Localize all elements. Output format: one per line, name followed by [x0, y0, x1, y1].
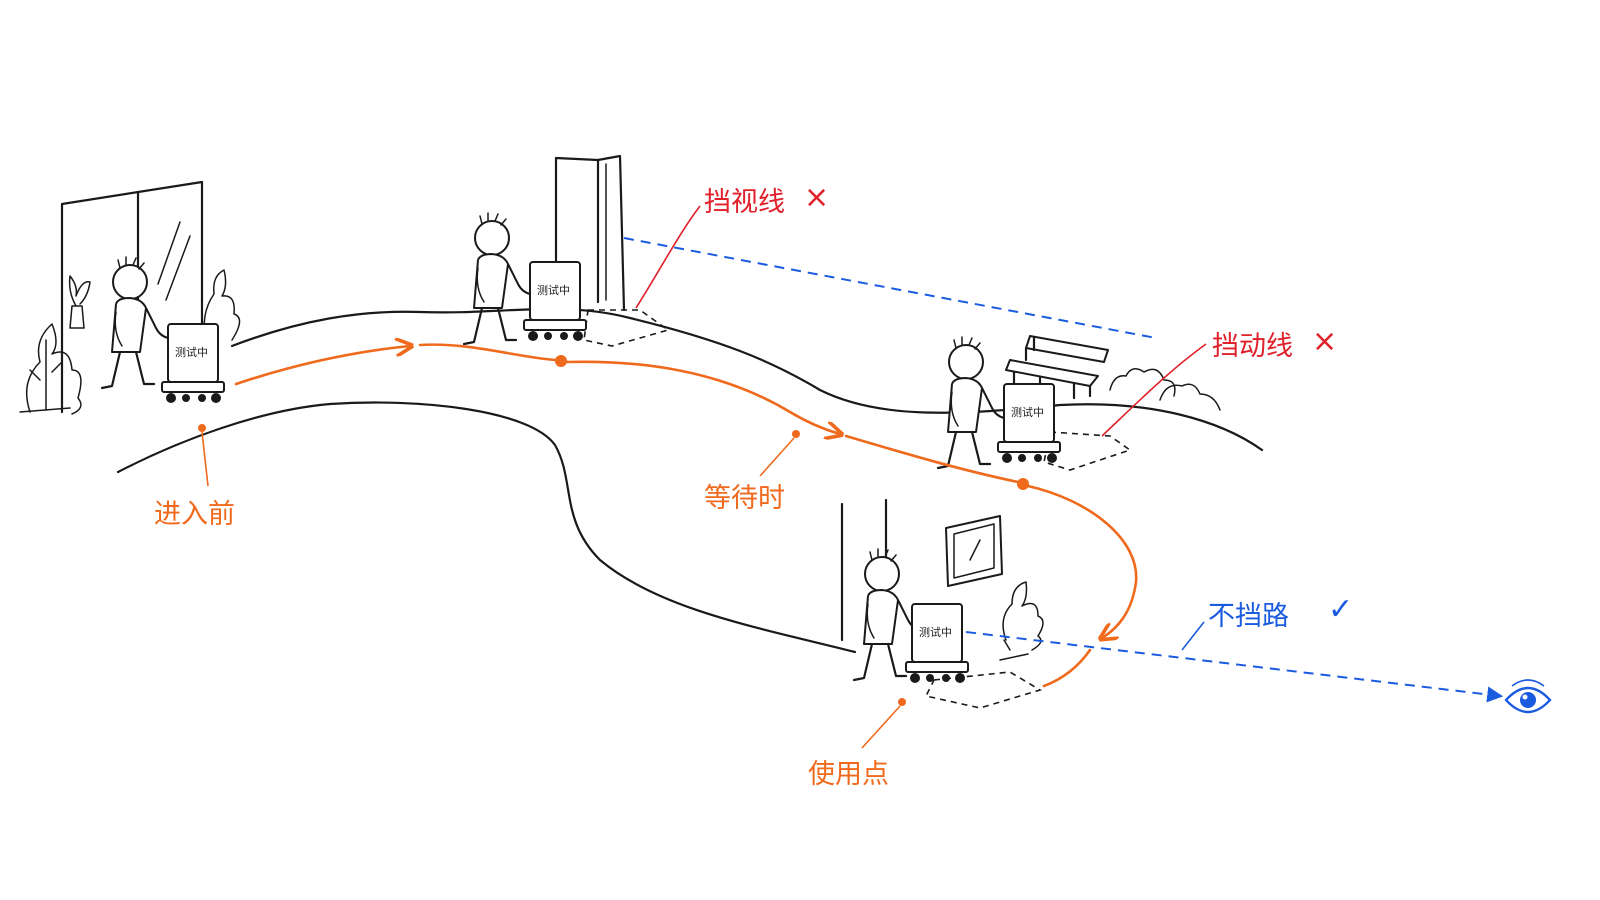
path-edge-top [230, 307, 1264, 452]
sign-label-4: 测试中 [919, 626, 952, 639]
pillar-top [554, 154, 626, 312]
sightline-blocked [623, 237, 1157, 339]
sign-cart-3 [997, 383, 1061, 464]
person-figure-4 [852, 547, 922, 682]
cross-mark-view: × [804, 180, 830, 215]
person-figure-3 [936, 335, 1006, 470]
check-mark: ✓ [1328, 592, 1354, 627]
eye-icon [1504, 679, 1552, 714]
leader-blocks-flow [1101, 343, 1207, 437]
label-no-block: 不挡路 [1208, 601, 1289, 632]
process-path-segment-3 [564, 360, 840, 434]
process-path-segment-2 [418, 343, 558, 362]
leader-before-entry [201, 431, 209, 487]
plant-left [25, 275, 91, 415]
ground-line-left [19, 407, 71, 413]
bench [1005, 335, 1109, 400]
leader-dot-use-point [898, 698, 906, 706]
process-path-segment-1 [234, 346, 410, 386]
plant-use-point [999, 581, 1044, 661]
leader-use-point [861, 705, 901, 749]
leader-dot-before-entry [198, 424, 206, 432]
path-edge-bottom [116, 401, 857, 654]
sign-label-3: 测试中 [1011, 406, 1044, 419]
sign-label-2: 测试中 [537, 284, 570, 297]
process-path-segment-5 [1026, 484, 1138, 638]
label-blocks-view: 挡视线 [704, 187, 785, 218]
label-waiting: 等待时 [704, 483, 785, 514]
sign-label-1: 测试中 [175, 346, 208, 359]
entrance-door [60, 180, 204, 414]
label-blocks-flow: 挡动线 [1212, 331, 1293, 362]
path-dot-2 [555, 355, 567, 367]
plant-door-right [203, 269, 241, 343]
footprint-4 [924, 671, 1042, 709]
sign-cart-2 [523, 261, 587, 342]
wall-frame [945, 515, 1003, 587]
leader-waiting [759, 437, 795, 477]
sign-cart-1 [161, 323, 225, 404]
leader-no-block [1181, 621, 1205, 651]
process-path-segment-6 [1042, 648, 1092, 688]
leader-blocks-view [635, 205, 701, 309]
person-figure-1 [100, 255, 170, 390]
person-figure-2 [462, 211, 532, 346]
footprint-2 [583, 309, 670, 347]
sign-cart-4 [905, 603, 969, 684]
label-use-point: 使用点 [808, 759, 889, 790]
leader-dot-waiting [792, 430, 800, 438]
label-before-entry: 进入前 [154, 499, 235, 530]
cross-mark-flow: × [1312, 324, 1338, 359]
footprint-3 [1043, 431, 1132, 471]
shrub-bench [1109, 368, 1221, 411]
path-dot-3 [1017, 478, 1029, 490]
process-path-segment-4 [844, 434, 1020, 484]
sightline-clear [965, 631, 1504, 703]
